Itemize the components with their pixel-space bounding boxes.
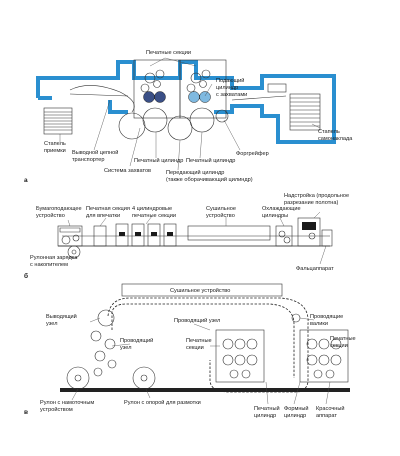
label-folder: Фальцаппарат [296, 266, 334, 272]
chain-conveyor [69, 85, 135, 113]
transfer-cylinder [167, 115, 193, 141]
impression-cylinder-2 [189, 107, 215, 133]
label-cool-1: Охлаждающие [262, 206, 301, 212]
label-guide-rollers-2: валики [310, 321, 328, 327]
label-grip-system: Система захватов [104, 168, 151, 174]
roller-stack-right [186, 69, 211, 103]
label-feed-cyl-2: цилиндр [216, 85, 238, 91]
delivery-cylinder [118, 112, 146, 140]
roller-stack-left [140, 69, 166, 103]
label-cyl4-2: печатные секции [132, 213, 176, 219]
folder-unit [321, 229, 333, 247]
label-unwind: Рулон с опорой для размотки [124, 399, 201, 406]
superstructure [297, 217, 321, 247]
label-transfer-2: (также оборачивающий цилиндр) [166, 176, 253, 183]
label-imp-cyl-1: Печатный цилиндр [134, 157, 183, 164]
letter-b: б [24, 272, 28, 280]
floor-line [60, 388, 350, 392]
label-transfer-1: Передающий цилиндр [166, 169, 224, 176]
label-dryer: Сушильное устройство [170, 287, 230, 294]
label-cyl4-1: 4 цилиндровые [132, 206, 172, 212]
frame-outline [36, 60, 336, 144]
label-form-2: цилиндр [284, 413, 306, 419]
chain-conveyor-lower [69, 93, 129, 97]
label-forgripper: Форгрейфер [236, 150, 269, 157]
frame-outline-low [38, 96, 128, 114]
left-roller-tower [90, 309, 117, 377]
diagram-c: Сушильное устройство Выводящий узел Пров… [24, 283, 356, 419]
label-roll-1: Рулонная зарядка [30, 255, 78, 261]
diagram-b: Бумагоподающее устройство Печатная секци… [24, 192, 349, 280]
label-print-sections: Печатные секции [146, 50, 191, 56]
letter-a: а [24, 177, 28, 184]
rewind-roll [66, 366, 90, 390]
label-imp-1: Печатный [254, 405, 280, 412]
label-super-1: Надстройка (продольное [284, 192, 349, 199]
label-paper-1: Бумагоподающее [36, 206, 82, 212]
label-guide-rollers-1: Проводящие [310, 314, 343, 320]
label-prim-2: для впечатки [86, 213, 120, 219]
label-delivery-stack-2: приемки [44, 148, 66, 154]
label-delivery-stack-1: Стапель [44, 141, 66, 147]
label-cool-2: цилиндры [262, 213, 288, 219]
label-print-left-1: Печатные [186, 338, 212, 344]
label-feed-stack-1: Стапель [318, 129, 340, 135]
label-dryer-1: Сушильное [206, 206, 236, 212]
label-dryer-2: устройство [206, 212, 235, 219]
label-roll-2: с накопителем [30, 262, 68, 268]
label-feed-stack-2: самонаклада [318, 136, 353, 142]
dryer-unit [187, 225, 271, 241]
label-guide-left-2: узел [120, 345, 132, 351]
label-feed-cyl-1: Подающий [216, 77, 244, 84]
label-form-1: Формный [284, 405, 309, 412]
label-guide-left-1: Проводящий [120, 337, 153, 344]
diagram-a: Печатные секции Подающий цилиндр с захва… [24, 50, 353, 184]
impression-cylinder-1 [142, 107, 168, 133]
label-print-right-1: Печатные [330, 336, 356, 342]
label-imp-cyl-2: Печатный цилиндр [186, 157, 235, 164]
label-rewind-1: Рулон с намоточным [40, 400, 94, 406]
feed-cylinder [215, 109, 229, 123]
label-imp-2: цилиндр [254, 413, 276, 419]
label-rewind-2: устройством [40, 406, 73, 413]
unwind-roll [132, 366, 156, 390]
label-print-right-2: секции [330, 343, 348, 349]
letter-c: в [24, 409, 28, 416]
delivery-stack [43, 107, 73, 135]
label-super-2: разрезание полотна) [284, 200, 338, 206]
label-out-2: узел [46, 321, 58, 327]
label-guide-top: Проводящий узел [174, 317, 220, 324]
label-out-1: Выводящий [46, 313, 77, 320]
label-prim-1: Печатная секция [86, 206, 130, 212]
web-loop-inner [111, 303, 295, 378]
label-chain-1: Выводной цепной [72, 149, 118, 156]
label-ink-1: Красочный [316, 405, 344, 412]
print-tower-right [299, 329, 349, 383]
print-tower-left [215, 329, 265, 383]
feed-stack [289, 93, 321, 131]
tower-right [179, 59, 227, 119]
roll-stand [67, 245, 81, 259]
feeder-head [267, 83, 287, 93]
label-print-left-2: секции [186, 345, 204, 351]
dryer-box [121, 283, 283, 297]
label-ink-2: аппарат [316, 413, 337, 419]
label-paper-2: устройство [36, 212, 65, 219]
print-units-4 [115, 223, 177, 247]
label-chain-2: транспортер [72, 157, 105, 163]
label-feed-cyl-3: с захватами [216, 92, 247, 98]
web-loop-outer [107, 297, 309, 393]
feed-board [231, 95, 287, 101]
